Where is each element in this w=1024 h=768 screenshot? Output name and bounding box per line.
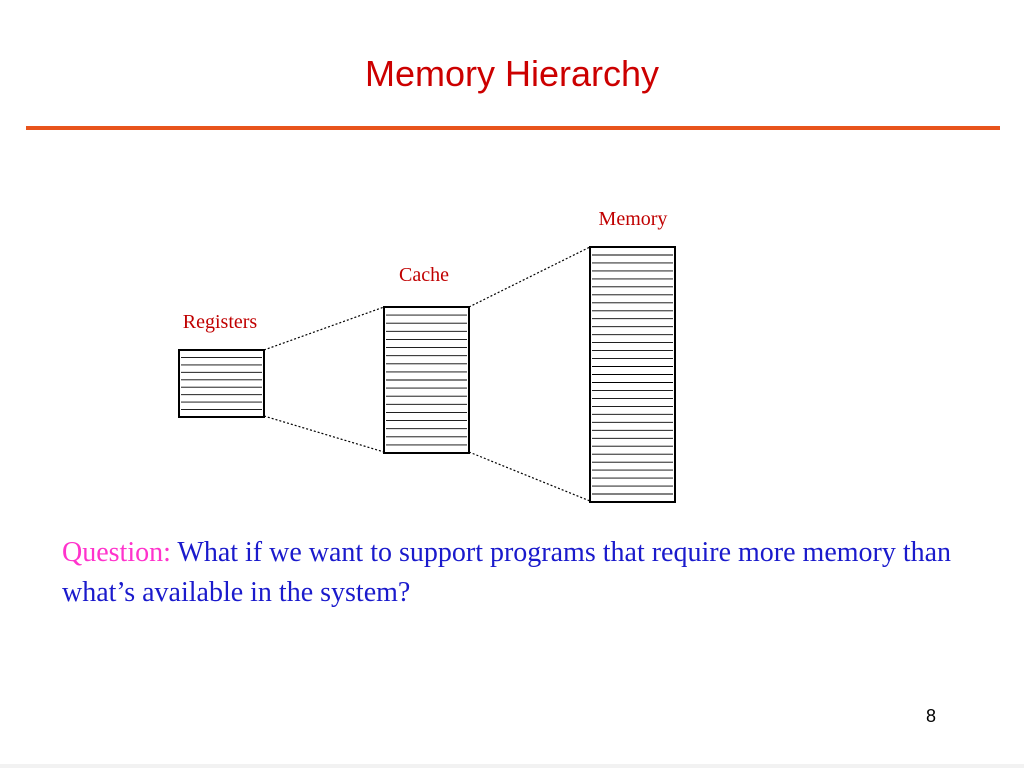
question-prefix: Question: bbox=[62, 537, 171, 568]
question-body: What if we want to support programs that… bbox=[62, 537, 952, 608]
connector-registers-cache-top bbox=[263, 306, 385, 351]
registers-block bbox=[178, 349, 265, 418]
memory-block bbox=[589, 246, 676, 503]
title-divider bbox=[26, 126, 1000, 130]
connector-cache-memory-top bbox=[468, 246, 591, 308]
registers-label: Registers bbox=[183, 311, 258, 333]
bottom-band bbox=[0, 764, 1024, 768]
cache-label: Cache bbox=[399, 264, 449, 286]
connector-cache-memory-bottom bbox=[468, 451, 591, 502]
question-text: Question: What if we want to support pro… bbox=[62, 533, 982, 613]
slide-title: Memory Hierarchy bbox=[364, 53, 660, 94]
memory-label: Memory bbox=[599, 208, 668, 230]
connector-registers-cache-bottom bbox=[263, 415, 385, 453]
page-number: 8 bbox=[926, 706, 937, 726]
cache-block bbox=[383, 306, 470, 454]
block-outline bbox=[178, 349, 265, 418]
